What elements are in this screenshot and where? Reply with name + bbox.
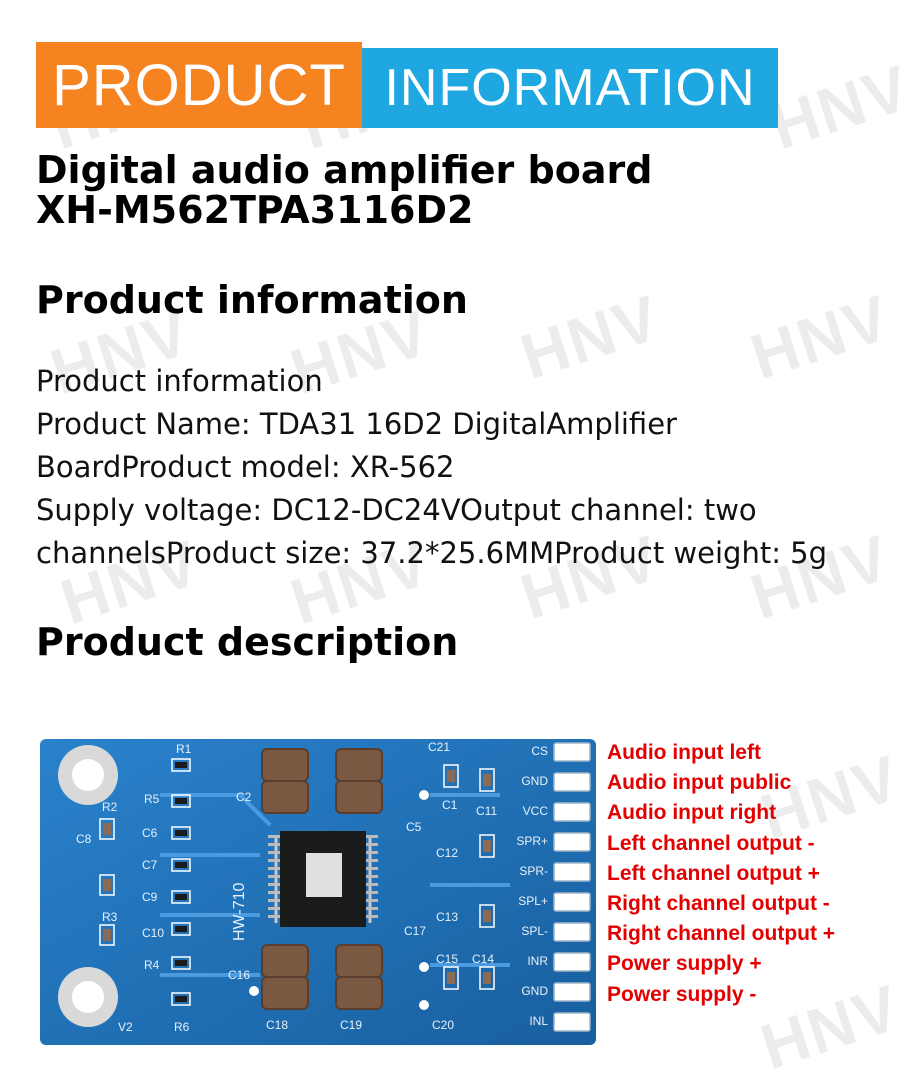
silk-label: V2	[118, 1020, 133, 1034]
pin-pad	[553, 742, 591, 762]
pcb-trace	[160, 793, 510, 977]
pin-pad	[553, 922, 591, 942]
capacitor	[335, 944, 383, 978]
silk-label: C17	[404, 924, 426, 938]
silk-label: C14	[472, 952, 494, 966]
pin-function-label: Power supply -	[607, 982, 757, 1006]
pin-label: INL	[529, 1014, 548, 1028]
pin-pad	[553, 952, 591, 972]
pin-label: INR	[527, 954, 548, 968]
product-title-line2: XH-M562TPA3116D2	[36, 188, 474, 232]
tpa3116-chip	[268, 831, 378, 927]
amplifier-board-image: R1 R5 R2 R3 R4 R6 C21 C2 C1 C11 C5 C8 C6…	[40, 735, 600, 1047]
pin-label: CS	[531, 744, 548, 758]
pin-label: VCC	[523, 804, 549, 818]
silk-label: R3	[102, 910, 118, 924]
pin-function-label: Audio input right	[607, 801, 777, 825]
silk-label: C9	[142, 890, 158, 904]
pin-function-label: Left channel output -	[607, 831, 815, 855]
silk-label: C10	[142, 926, 164, 940]
pin-function-label: Audio input left	[607, 741, 761, 764]
silk-label: C6	[142, 826, 158, 840]
silk-label: R4	[144, 958, 160, 972]
pin-function-label: Right channel output +	[607, 922, 836, 946]
mount-hole-inner	[72, 759, 104, 791]
silk-label: C1	[442, 798, 458, 812]
silk-label: C15	[436, 952, 458, 966]
product-title-line1: Digital audio amplifier board	[36, 148, 653, 192]
pin-pad	[553, 982, 591, 1002]
silk-label: R6	[174, 1020, 190, 1034]
silk-label: C5	[406, 820, 422, 834]
capacitor	[261, 780, 309, 814]
silk-label: C16	[228, 968, 250, 982]
pin-pad	[553, 1012, 591, 1032]
pin-label: GND	[521, 984, 548, 998]
silk-label: C21	[428, 740, 450, 754]
pin-pad	[553, 862, 591, 882]
capacitor	[335, 780, 383, 814]
capacitor	[261, 944, 309, 978]
pin-label: GND	[521, 774, 548, 788]
info-line: Supply voltage: DC12-DC24VOutput channel…	[36, 493, 757, 527]
info-heading: Product information	[36, 278, 468, 322]
silk-label: R5	[144, 792, 160, 806]
section-header: PRODUCT INFORMATION	[36, 42, 778, 128]
pin-label: SPR+	[516, 834, 548, 848]
header-right-label: INFORMATION	[362, 48, 778, 128]
silk-label: C12	[436, 846, 458, 860]
capacitor	[261, 748, 309, 782]
header-left-label: PRODUCT	[36, 42, 362, 128]
pin-label: SPR-	[519, 864, 548, 878]
pin-function-label: Power supply +	[607, 952, 762, 976]
pin-pad	[553, 802, 591, 822]
pin-function-label: Audio input public	[607, 771, 792, 795]
pin-function-label: Left channel output +	[607, 861, 820, 885]
info-line: Product Name: TDA31 16D2 DigitalAmplifie…	[36, 407, 677, 441]
board-model-label: HW-710	[231, 883, 248, 941]
silk-label: R2	[102, 800, 118, 814]
info-block: Product information Product Name: TDA31 …	[36, 360, 827, 575]
silk-label: C20	[432, 1018, 454, 1032]
pin-pad	[553, 772, 591, 792]
pin-pad	[553, 832, 591, 852]
pin-function-labels: Audio input left Audio input public Audi…	[607, 738, 835, 1010]
watermark: HNV	[762, 50, 918, 164]
capacitor	[335, 976, 383, 1010]
pin-function-label: Right channel output -	[607, 891, 830, 915]
info-line: Product information	[36, 364, 323, 398]
silk-label: R1	[176, 742, 192, 756]
pin-label: SPL+	[518, 894, 548, 908]
mount-hole-inner	[72, 981, 104, 1013]
info-line: BoardProduct model: XR-562	[36, 450, 455, 484]
capacitor	[261, 976, 309, 1010]
silk-label: C8	[76, 832, 92, 846]
description-heading: Product description	[36, 620, 459, 664]
product-title: Digital audio amplifier board XH-M562TPA…	[36, 150, 652, 230]
pin-pad	[553, 892, 591, 912]
info-line: channelsProduct size: 37.2*25.6MMProduct…	[36, 536, 828, 570]
silk-label: C19	[340, 1018, 362, 1032]
capacitor	[335, 748, 383, 782]
silk-label: C7	[142, 858, 158, 872]
silk-label: C11	[476, 804, 497, 818]
silk-label: C18	[266, 1018, 288, 1032]
pin-label: SPL-	[521, 924, 548, 938]
pcb-svg: R1 R5 R2 R3 R4 R6 C21 C2 C1 C11 C5 C8 C6…	[40, 739, 596, 1045]
silk-label: C2	[236, 790, 252, 804]
silk-label: C13	[436, 910, 458, 924]
